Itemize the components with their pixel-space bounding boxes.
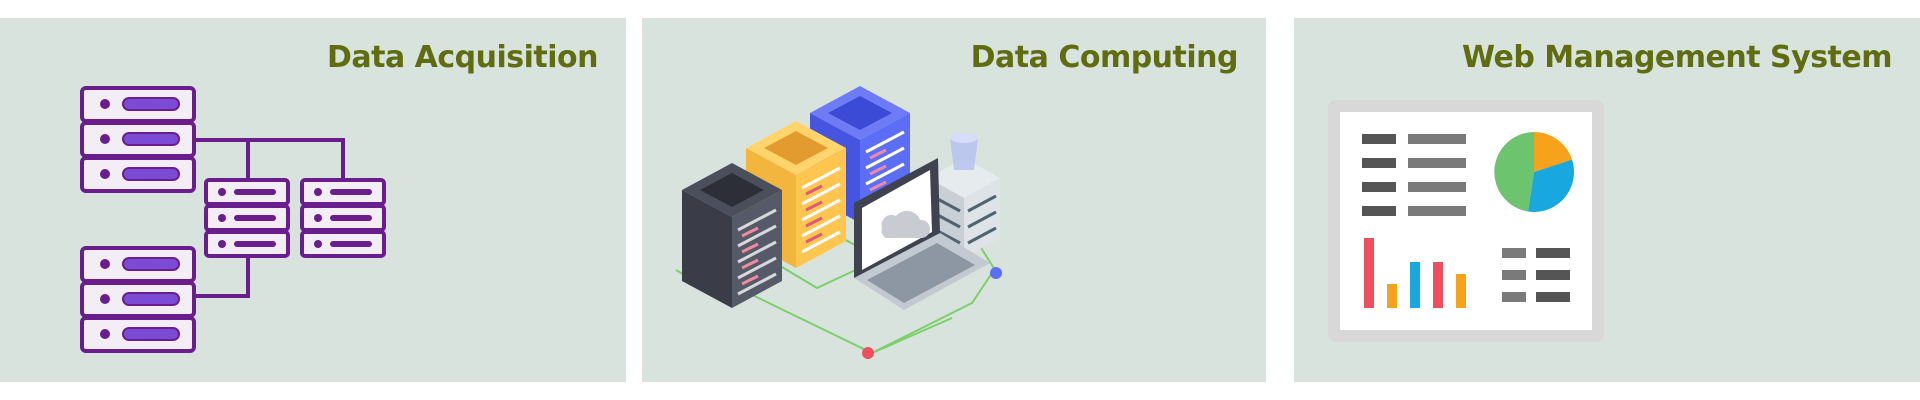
pie-chart-icon	[1494, 132, 1574, 212]
list-lines-icon	[1502, 248, 1570, 302]
laptop-icon	[854, 158, 990, 310]
panel-title-data-computing: Data Computing	[970, 40, 1239, 75]
network-node-red	[862, 347, 874, 359]
server-rack-small-middle	[204, 178, 290, 258]
isometric-datacenter-icon	[675, 86, 1002, 359]
server-network-icon	[80, 86, 386, 353]
dashboard-monitor-icon	[1328, 100, 1604, 342]
server-rack-bottom	[80, 246, 196, 353]
data-computing-panel: Data Computing	[642, 18, 1266, 382]
server-rack-top	[80, 86, 196, 193]
cloud-icon	[881, 210, 931, 238]
web-management-panel: Web Management System	[1294, 18, 1920, 382]
panel-title-web-management-system: Web Management System	[1461, 40, 1893, 75]
server-tower-dark	[682, 163, 782, 308]
panel-title-data-acquisition: Data Acquisition	[326, 40, 599, 75]
data-acquisition-panel: Data Acquisition	[0, 18, 626, 382]
bar-chart-icon	[1364, 238, 1466, 308]
network-node-blue	[990, 267, 1002, 279]
table-lines-icon	[1362, 134, 1396, 216]
server-rack-small-right	[300, 178, 386, 258]
